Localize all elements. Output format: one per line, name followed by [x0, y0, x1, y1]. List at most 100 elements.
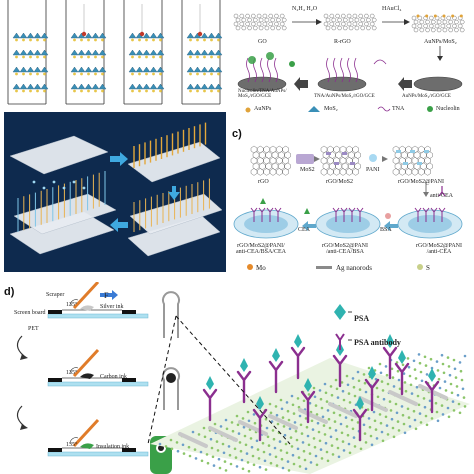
- sulfur-atom: [189, 55, 192, 59]
- surface-atom: [453, 367, 457, 371]
- sulfur-atom: [217, 89, 220, 93]
- rgo-sheet-hex: [360, 25, 366, 31]
- legend-nucleolin-icon: [427, 106, 433, 112]
- psa-antibody: [332, 354, 348, 388]
- rgo-mos2-pani-net: [418, 145, 425, 154]
- sulfur-atom: [138, 72, 141, 76]
- sulfur-atom: [22, 89, 25, 93]
- immobilized-antibody: [430, 207, 438, 222]
- psa-antigen: [304, 378, 312, 392]
- surface-atom: [242, 425, 246, 429]
- surface-atom: [199, 450, 203, 454]
- rgo-mos2-pani-net: [413, 151, 421, 159]
- surface-atom: [209, 437, 213, 441]
- membrane-svg: [9, 122, 223, 257]
- print-insulation-dot: [158, 445, 164, 451]
- mos2-unit: [26, 32, 35, 39]
- legend-mos2: MoS₂: [324, 106, 338, 112]
- surface-atom: [336, 446, 340, 450]
- curved-arrow-1-head: [20, 354, 28, 360]
- surface-atom: [212, 464, 216, 467]
- surface-atom: [390, 417, 394, 421]
- electrode-nucleolin: [237, 76, 287, 92]
- curved-arrow-1: [16, 335, 25, 357]
- rgo-sheet-hex: [352, 21, 358, 27]
- surface-atom: [381, 389, 385, 392]
- label-c-rgo: rGO: [258, 179, 269, 185]
- label-silver-ink: Silver ink: [100, 304, 124, 310]
- electrode-cea-core: [244, 215, 288, 233]
- surface-atom: [176, 449, 180, 453]
- surface-atom: [372, 410, 376, 414]
- sulfur-atom: [15, 55, 18, 59]
- membrane-mid-left: [13, 193, 117, 235]
- surface-atom: [449, 382, 453, 386]
- rgo-sheet-hex: [337, 25, 343, 31]
- aunps-mos2-sheet-hex: [459, 27, 465, 33]
- surface-atom: [424, 364, 428, 367]
- surface-atom: [197, 433, 201, 436]
- rgo-sheet-hex: [323, 13, 329, 19]
- go-sheet-hex: [233, 21, 239, 27]
- sulfur-atom: [138, 89, 141, 93]
- surface-atom: [413, 368, 417, 371]
- mos2-unit: [26, 49, 35, 56]
- aunps-mos2-sheet-hex: [453, 27, 459, 33]
- surface-atom: [425, 423, 429, 427]
- surface-atom: [406, 357, 410, 360]
- surface-atom: [434, 401, 438, 405]
- label-rgo: R-rGO: [334, 39, 351, 45]
- surface-atom: [409, 383, 413, 387]
- mos2-unit: [40, 49, 49, 56]
- surface-atom: [240, 458, 244, 462]
- sulfur-atom: [217, 38, 220, 42]
- rgo-net: [269, 156, 277, 165]
- mos2-unit: [98, 32, 107, 39]
- surface-atom: [216, 449, 220, 452]
- surface-atom: [396, 369, 400, 373]
- surface-atom: [392, 435, 396, 439]
- sulfur-atom: [152, 55, 155, 59]
- sulfur-atom: [36, 72, 39, 76]
- surface-atom: [444, 389, 448, 392]
- surface-atom: [225, 427, 229, 431]
- mos2-unit: [77, 66, 86, 73]
- surface-atom: [269, 411, 273, 415]
- aunps-mos2-sheet-hex: [430, 27, 436, 33]
- surface-atom: [218, 466, 222, 470]
- sulfur-atom: [159, 89, 162, 93]
- surface-atom: [398, 387, 402, 391]
- surface-atom: [397, 429, 401, 432]
- surface-atom: [381, 439, 385, 443]
- go-sheet-hex: [252, 17, 258, 23]
- rgo-net: [250, 145, 258, 154]
- surface-atom: [246, 410, 250, 414]
- surface-atom: [330, 444, 334, 447]
- rgo-sheet-hex: [363, 13, 369, 19]
- rgo-mos2-pani-net: [394, 162, 402, 171]
- surface-atom: [424, 414, 428, 418]
- surface-atom: [436, 419, 440, 423]
- aunps-mos2-sheet-hex: [440, 23, 446, 29]
- surface-atom: [443, 380, 447, 383]
- aunps-mos2-sheet-hex: [448, 27, 454, 33]
- step-silver-angle-arc: [69, 299, 79, 307]
- surface-atom: [363, 432, 367, 435]
- sulfur-atom: [203, 89, 206, 93]
- surface-atom: [368, 425, 372, 429]
- surface-atom: [460, 378, 464, 382]
- immobilized-antibody: [340, 207, 348, 222]
- mos2-unit: [142, 32, 151, 39]
- pani-reagent: [369, 154, 377, 162]
- surface-atom: [223, 460, 227, 463]
- surface-atom: [441, 362, 445, 366]
- panel-b-synthesis-scheme: GO N₂H₄ H₂O R-rGO HAuCl₄ AuNPs/MoS₂ Nucl…: [232, 0, 474, 118]
- rgo-net: [259, 151, 266, 159]
- surface-atom: [423, 355, 427, 359]
- immobilized-antibody: [414, 207, 422, 222]
- sulfur-atom: [29, 72, 32, 76]
- go-sheet-hex: [239, 13, 245, 19]
- rgo-net: [276, 156, 283, 165]
- surface-atom: [249, 437, 253, 440]
- surface-atom: [324, 391, 328, 395]
